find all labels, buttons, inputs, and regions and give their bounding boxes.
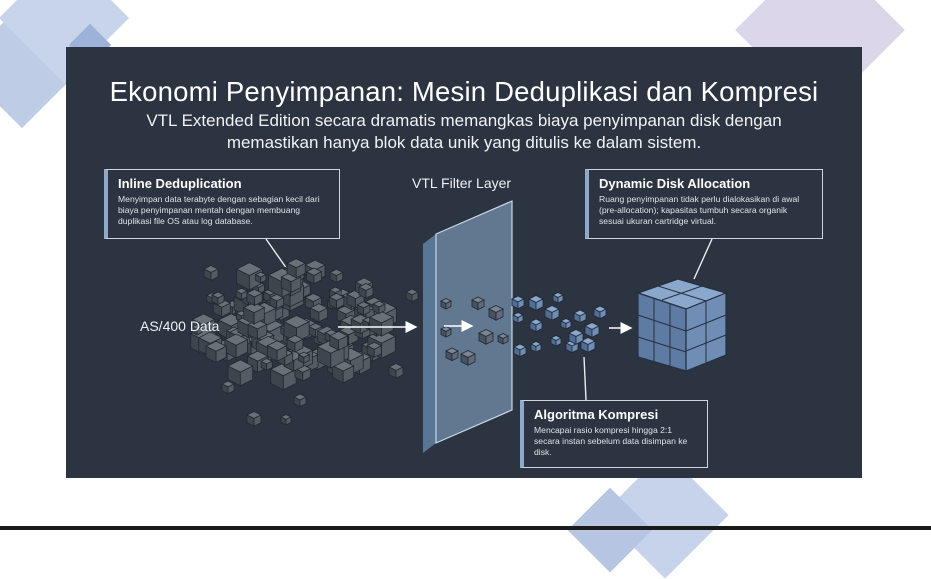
presentation-slide[interactable]: Ekonomi Penyimpanan: Mesin Deduplikasi d…: [66, 47, 862, 478]
data-cube-face: [276, 297, 284, 310]
data-cube-face: [253, 414, 262, 427]
data-cube-face: [599, 308, 607, 320]
data-cube-face: [217, 294, 225, 306]
source-data-label: AS/400 Data: [140, 318, 220, 334]
callout-title: Inline Deduplication: [118, 176, 242, 191]
data-cube-face: [342, 365, 355, 384]
data-cube-face: [215, 345, 227, 364]
data-cube-face: [378, 303, 386, 315]
data-cube-face: [221, 302, 231, 318]
data-cube-face: [299, 396, 307, 408]
data-cube-face: [579, 312, 587, 324]
callout-title: Algoritma Kompresi: [534, 407, 659, 422]
data-cube-face: [263, 307, 277, 328]
data-cube-face: [336, 296, 345, 310]
data-cube-face: [575, 332, 584, 345]
raw-data-cubes: [189, 258, 419, 427]
callout-dynamic-disk-allocation: Dynamic Disk Allocation Ruang penyimpana…: [585, 169, 823, 239]
data-cube-face: [210, 268, 219, 281]
data-cube-face: [335, 271, 344, 284]
data-cube-face: [591, 325, 600, 338]
data-cube-face: [485, 332, 494, 345]
vtl-filter-glass: [423, 200, 513, 453]
data-cube-face: [365, 286, 374, 299]
data-cube-face: [535, 321, 543, 333]
slide-title: Ekonomi Penyimpanan: Mesin Deduplikasi d…: [109, 76, 819, 107]
compression-connector-line: [583, 356, 587, 401]
data-cube-face: [451, 350, 459, 362]
filtered-data-cubes: [440, 292, 607, 366]
callout-inline-deduplication: Inline Deduplication Menyimpan data tera…: [104, 169, 340, 239]
dedup-illustration: [189, 200, 728, 453]
data-cube-face: [373, 345, 382, 358]
callout-title: Dynamic Disk Allocation: [599, 176, 751, 191]
slide-subtitle: VTL Extended Edition secara dramatis mem…: [146, 111, 782, 152]
data-cube-face: [303, 354, 310, 364]
callout-body: Mencapai rasio kompresi hingga 2:1 secar…: [534, 425, 688, 457]
data-cube-face: [535, 298, 544, 311]
data-cube-face: [257, 323, 268, 340]
data-cube-face: [282, 368, 297, 391]
data-cube-face: [411, 291, 419, 303]
data-cube-face: [294, 338, 304, 353]
data-cube-face: [276, 344, 288, 362]
data-cube-face: [313, 271, 322, 285]
data-cube-face: [502, 335, 509, 345]
filter-layer-label: VTL Filter Layer: [412, 175, 512, 191]
data-cube-face: [235, 339, 248, 359]
data-cube-face: [477, 299, 485, 311]
callout-body: Menyimpan data terabyte dengan sebagian …: [118, 194, 320, 226]
storage-block: [636, 278, 728, 372]
data-cube-face: [227, 383, 235, 395]
data-cube-face: [445, 300, 452, 310]
data-cube-face: [196, 326, 203, 336]
data-cube-face: [318, 307, 328, 323]
data-cube-face: [254, 292, 263, 307]
data-cube-face: [338, 335, 348, 351]
data-cube-face: [239, 365, 254, 387]
data-cube-face: [295, 262, 306, 279]
data-cube-face: [517, 314, 524, 324]
data-cube-face: [253, 306, 265, 325]
data-cube-face: [565, 320, 572, 330]
data-cube-face: [395, 366, 404, 379]
data-cube-face: [557, 294, 564, 304]
data-cube-face: [519, 346, 527, 358]
data-cube-face: [535, 343, 542, 353]
data-cube-face: [285, 416, 292, 426]
data-cube-face: [467, 353, 476, 366]
data-cube-face: [495, 308, 504, 321]
data-cube-face: [551, 308, 560, 321]
data-cube-face: [302, 367, 311, 382]
data-cube-face: [555, 337, 562, 347]
callout-body: Ruang penyimpanan tidak perlu dialokasik…: [599, 194, 800, 226]
data-cube-face: [445, 328, 452, 338]
data-cube-face: [290, 276, 302, 294]
bottom-bar: [0, 526, 931, 530]
callout-compression-algorithm: Algoritma Kompresi Mencapai rasio kompre…: [520, 400, 708, 468]
data-cube-face: [363, 304, 371, 316]
data-cube-face: [266, 360, 273, 371]
data-cube-face: [260, 274, 267, 284]
data-cube-face: [517, 298, 525, 310]
allocation-connector-line: [693, 238, 713, 280]
data-cube-face: [587, 340, 596, 353]
